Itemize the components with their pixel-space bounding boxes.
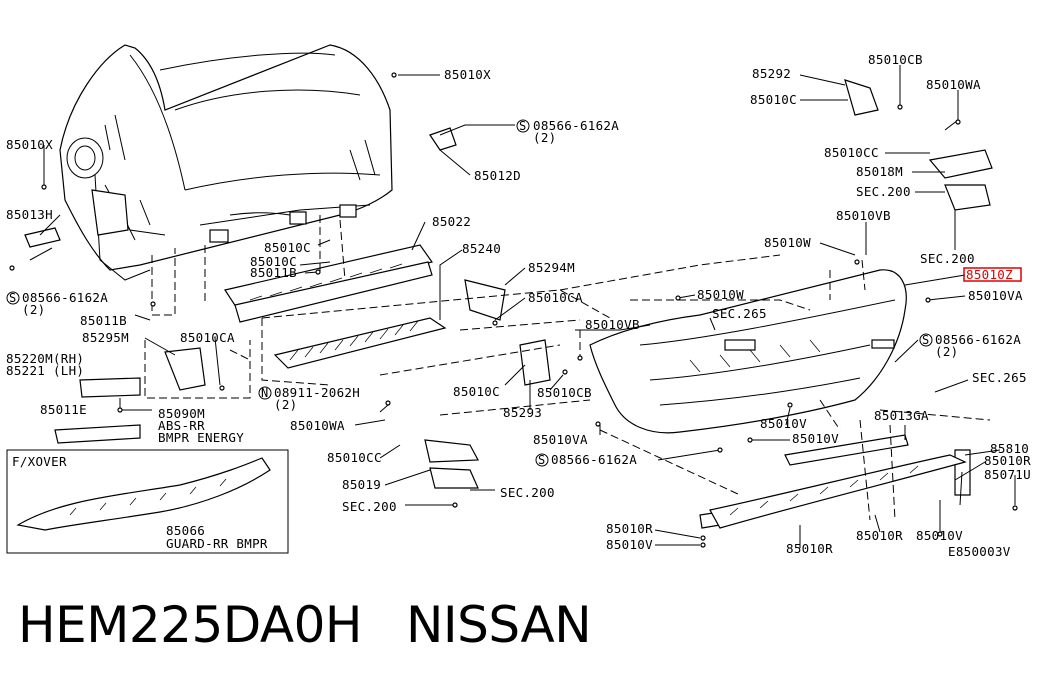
- label-85066-desc: GUARD-RR BMPR: [166, 536, 268, 551]
- dashed-guides: [144, 215, 991, 521]
- label-85090M[interactable]: 85090M: [158, 406, 205, 421]
- label-85010C-a[interactable]: 85010C: [264, 240, 311, 255]
- label-85010Z-highlighted[interactable]: 85010Z: [966, 267, 1013, 282]
- label-85010R-right[interactable]: 85010R: [984, 453, 1031, 468]
- brackets: [24, 79, 993, 529]
- label-85010V-bl[interactable]: 85010V: [606, 537, 653, 552]
- label-85292[interactable]: 85292: [752, 66, 791, 81]
- label-85010R-bm[interactable]: 85010R: [786, 541, 833, 556]
- label-85010VA-mid[interactable]: 85010VA: [533, 432, 588, 447]
- label-08566-left-qty: (2): [22, 302, 45, 317]
- label-sec265-mid[interactable]: SEC.265: [712, 306, 767, 321]
- label-85010CB-tr[interactable]: 85010CB: [868, 52, 923, 67]
- label-85010W-mid[interactable]: 85010W: [697, 287, 744, 302]
- label-85010VA-right[interactable]: 85010VA: [968, 288, 1023, 303]
- screw-marker-top: S: [519, 119, 527, 133]
- energy-absorber: [273, 317, 447, 369]
- label-85010CC-tr[interactable]: 85010CC: [824, 145, 879, 160]
- label-85220M[interactable]: 85220M(RH): [6, 351, 84, 366]
- screw-marker-left: S: [9, 291, 17, 305]
- highlight-box: [963, 267, 1022, 282]
- label-sec265-right[interactable]: SEC.265: [972, 370, 1027, 385]
- label-85010X-left[interactable]: 85010X: [6, 137, 53, 152]
- label-85010VB-mid[interactable]: 85010VB: [585, 317, 640, 332]
- label-08566-left[interactable]: 08566-6162A: [22, 290, 108, 305]
- bumper-fascia: [589, 269, 907, 434]
- label-85010C-b[interactable]: 85010C: [250, 254, 297, 269]
- label-85010WA-mid[interactable]: 85010WA: [290, 418, 345, 433]
- label-85090M-desc1: ABS-RR: [158, 418, 205, 433]
- label-85010CA-left[interactable]: 85010CA: [180, 330, 235, 345]
- label-85010W-tr[interactable]: 85010W: [764, 235, 811, 250]
- label-85013H[interactable]: 85013H: [6, 207, 53, 222]
- screw-marker-right: S: [922, 333, 930, 347]
- label-85071U[interactable]: 85071U: [984, 467, 1031, 482]
- crossover-box: [6, 449, 289, 554]
- label-85090M-desc2: BMPR ENERGY: [158, 430, 244, 445]
- leader-lines: [29, 65, 1016, 548]
- label-85011E[interactable]: 85011E: [40, 402, 87, 417]
- label-85012D[interactable]: 85012D: [474, 168, 521, 183]
- label-85010CA-right[interactable]: 85010CA: [528, 290, 583, 305]
- vehicle-rear-body: [59, 44, 393, 281]
- label-08566-right-qty: (2): [935, 344, 958, 359]
- screw-marker-mid: S: [538, 453, 546, 467]
- label-08911[interactable]: 08911-2062H: [274, 385, 360, 400]
- label-08911-qty: (2): [274, 397, 297, 412]
- label-08566-mid[interactable]: 08566-6162A: [551, 452, 637, 467]
- label-85013GA[interactable]: 85013GA: [874, 408, 929, 423]
- diagram-id: E850003V: [948, 544, 1011, 559]
- label-sec200-mid-a[interactable]: SEC.200: [500, 485, 555, 500]
- label-85011B-a[interactable]: 85011B: [80, 313, 127, 328]
- label-85240[interactable]: 85240: [462, 241, 501, 256]
- label-85010R-br[interactable]: 85010R: [856, 528, 903, 543]
- label-85066[interactable]: 85066: [166, 523, 205, 538]
- label-85810[interactable]: 85810: [990, 441, 1029, 456]
- label-85010X-top[interactable]: 85010X: [444, 67, 491, 82]
- label-85010C-tr[interactable]: 85010C: [750, 92, 797, 107]
- label-85011B-b[interactable]: 85011B: [250, 265, 297, 280]
- crossover-label: F/XOVER: [12, 454, 67, 469]
- label-85010C-mid[interactable]: 85010C: [453, 384, 500, 399]
- nut-marker: N: [261, 386, 269, 400]
- label-sec200-tr2[interactable]: SEC.200: [920, 251, 975, 266]
- label-85010V-br[interactable]: 85010V: [916, 528, 963, 543]
- label-08566-top[interactable]: 08566-6162A: [533, 118, 619, 133]
- part-labels: 85010X 85010X 85013H 08566-6162A (2) 850…: [6, 52, 1031, 559]
- label-85221[interactable]: 85221 (LH): [6, 363, 84, 378]
- lower-diffuser: [709, 434, 967, 529]
- label-sec200-mid-b[interactable]: SEC.200: [342, 499, 397, 514]
- label-85019[interactable]: 85019: [342, 477, 381, 492]
- label-85010V-mid[interactable]: 85010V: [760, 416, 807, 431]
- label-08566-right[interactable]: 08566-6162A: [935, 332, 1021, 347]
- label-85295M[interactable]: 85295M: [82, 330, 129, 345]
- label-85293[interactable]: 85293: [503, 405, 542, 420]
- label-85018M[interactable]: 85018M: [856, 164, 903, 179]
- label-85294M[interactable]: 85294M: [528, 260, 575, 275]
- label-85010WA-tr[interactable]: 85010WA: [926, 77, 981, 92]
- label-85010R-bl[interactable]: 85010R: [606, 521, 653, 536]
- label-85010V-mid2[interactable]: 85010V: [792, 431, 839, 446]
- label-sec200-tr[interactable]: SEC.200: [856, 184, 911, 199]
- fastener-markers: [9, 72, 1018, 548]
- callout-markers: S S N S S: [6, 119, 933, 467]
- part-number: HEM225DA0H: [18, 596, 363, 654]
- label-85010CB-mid[interactable]: 85010CB: [537, 385, 592, 400]
- bumper-reinforcement: [224, 244, 433, 323]
- label-85010CC-mid[interactable]: 85010CC: [327, 450, 382, 465]
- label-85010VB-tr[interactable]: 85010VB: [836, 208, 891, 223]
- brand-name: NISSAN: [406, 596, 592, 654]
- label-08566-top-qty: (2): [533, 130, 556, 145]
- label-85022[interactable]: 85022: [432, 214, 471, 229]
- caption: HEM225DA0H NISSAN: [18, 596, 635, 654]
